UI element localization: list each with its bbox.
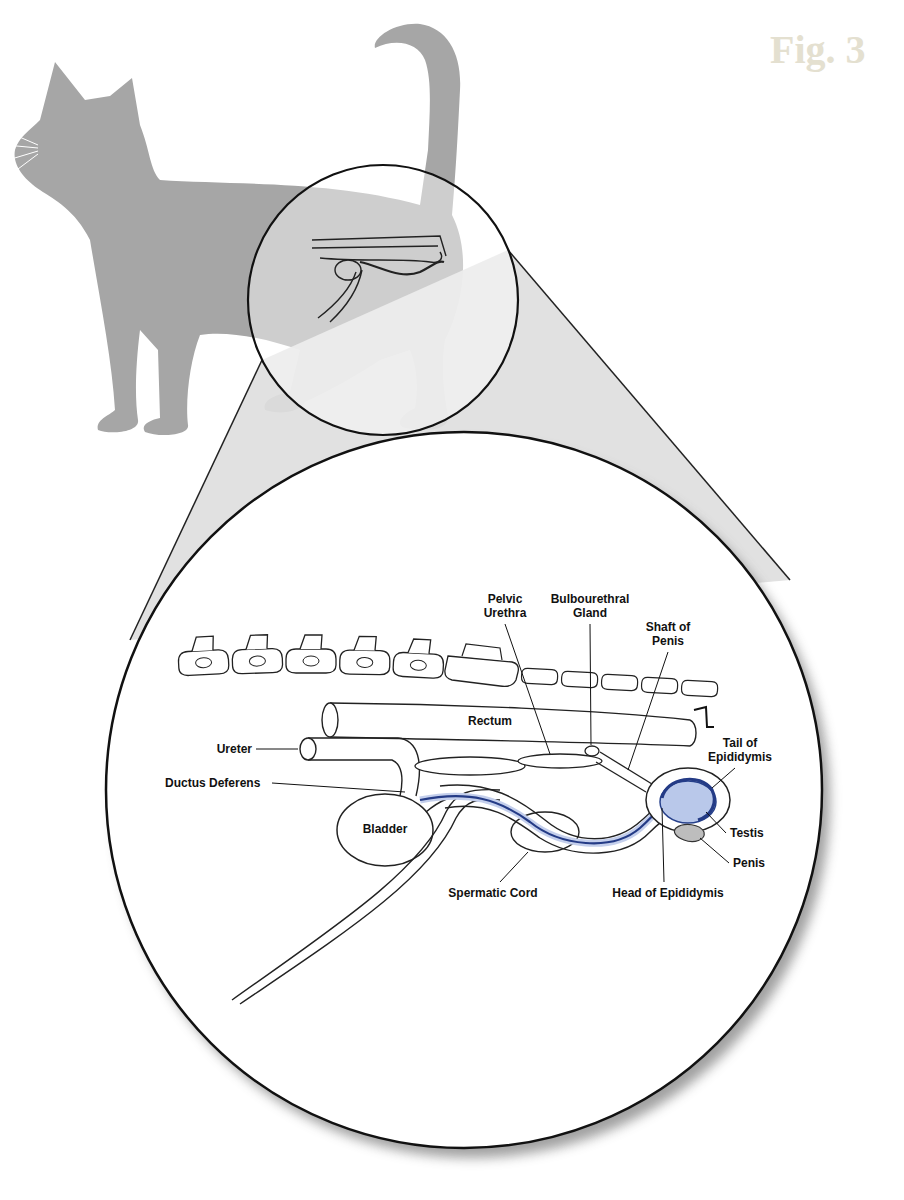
epididymis [662,779,714,820]
part-label: Tail of Epididymis [700,736,780,765]
part-label: Bulbourethral Gland [544,592,636,621]
leader-lines [256,624,735,882]
part-label: Ductus Deferens [165,776,260,790]
part-label: Spermatic Cord [448,886,537,900]
detail-circle [106,432,822,1148]
penis-shaft [596,752,652,792]
ductus-deferens-band [420,790,676,843]
part-label: Rectum [468,714,512,728]
vertebral-column [177,634,718,697]
penis-tip [674,825,704,842]
part-label: Pelvic Urethra [473,592,537,621]
scrotum-outline [646,768,730,832]
rectum-tube [322,703,696,746]
whiskers [6,132,38,172]
zoom-circle [248,165,518,435]
part-label: Ureter [217,742,252,756]
ductus-deferens-line [420,790,676,843]
figure-number: Fig. 3 [770,30,866,70]
bladder-shape [337,794,433,866]
part-label: Penis [733,856,765,870]
part-label: Testis [730,826,764,840]
pelvic-urethra [415,746,602,775]
ureter-tube [300,738,419,796]
part-label: Head of Epididymis [612,886,723,900]
part-label: Bladder [363,822,408,836]
tail-mark [694,707,714,727]
mini-anatomy [312,236,446,322]
part-label: Shaft of Penis [637,620,699,649]
